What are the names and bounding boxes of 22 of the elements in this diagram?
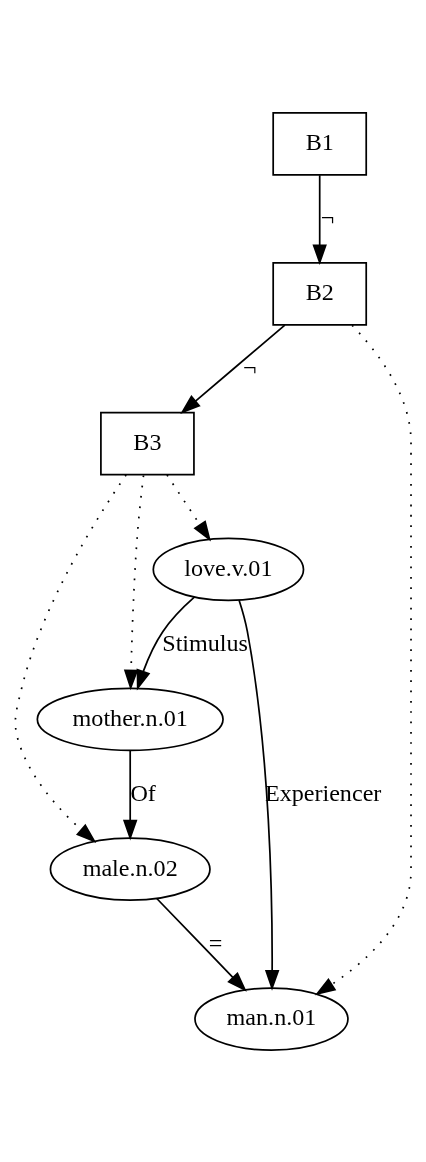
node-ellipse: male.n.02 [49,836,211,901]
node-ellipse: man.n.01 [194,986,349,1051]
node-box: B1 [272,111,368,176]
arrow [155,897,247,992]
arrow [238,598,280,991]
arrow [312,173,327,265]
arrow [180,323,286,414]
arrow [122,749,138,840]
edge-label: = [208,929,223,956]
arrow [166,473,211,541]
edge-label: ¬ [320,203,335,230]
edge-label: Stimulus [162,629,249,656]
node-box: B3 [100,411,195,476]
node-ellipse: love.v.01 [152,537,305,601]
edge-label: ¬ [243,353,257,380]
arrow [136,596,195,691]
node-ellipse: mother.n.01 [36,686,224,751]
edge-label: Of [130,779,156,806]
arrow [123,474,145,690]
node-box: B2 [272,261,368,326]
arrow [14,473,127,843]
arrow [314,323,412,995]
